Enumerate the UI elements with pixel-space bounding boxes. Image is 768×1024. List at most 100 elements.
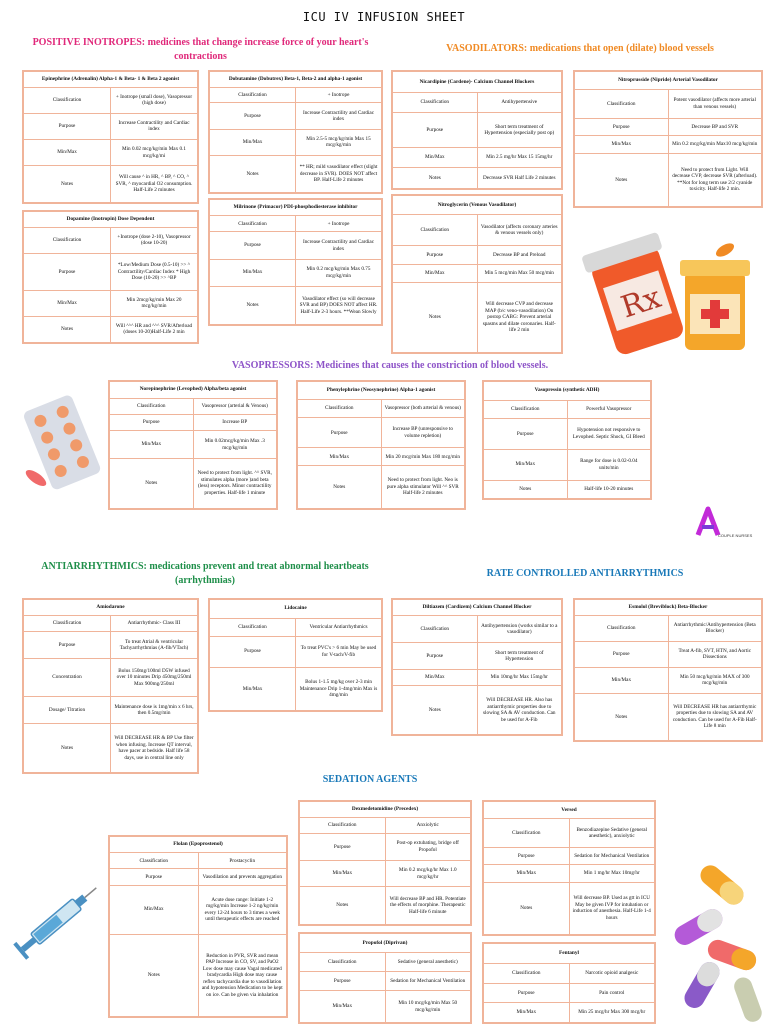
row-value: Range for dose is 0.02-0.04 units/min xyxy=(566,448,651,481)
drug-name: Dopamine (Inotropin) Dose Dependent xyxy=(23,211,198,228)
row-label: Classification xyxy=(574,614,669,642)
row-value: Vasopressor (both arterial & venous) xyxy=(380,399,465,419)
drug-name: Diltiazem (Cardizem) Calcium Channel Blo… xyxy=(392,598,562,617)
row-value: Will DECREASE HR & BP Use filter when in… xyxy=(110,723,198,773)
drug-name: Lidocaine xyxy=(209,599,382,619)
row-label: Min/Max xyxy=(574,135,669,154)
row-label: Purpose xyxy=(209,231,296,260)
row-value: Benzodiazepine Sedative (general anesthe… xyxy=(568,818,655,849)
drug-name: Norepinephrine (Levophed) Alpha/beta ago… xyxy=(109,381,277,399)
row-label: Min/Max xyxy=(297,447,382,467)
table-row: Classification+Inotrope (dose 2-10), Vas… xyxy=(23,226,198,254)
page-title: ICU IV INFUSION SHEET xyxy=(302,10,466,24)
card-nicardipine: Nicardipine (Cardene)- Calcium Channel B… xyxy=(391,70,563,190)
row-value: Increase Contractility and Cardiac index xyxy=(295,102,382,130)
drug-name: Dobutamine (Dobutrex) Beta-1, Beta-2 and… xyxy=(209,71,382,88)
row-value: Increase BP xyxy=(192,413,277,432)
card-dexmedetomidine: Dexmedetomidine (Precedex)Classification… xyxy=(298,800,472,926)
row-value: Acute dose range: Initiate 1-2 mg/kg/min… xyxy=(197,884,287,935)
card-nitroprusside: Nitroprusside (Nipride) Arterial Vasodil… xyxy=(573,70,763,208)
drug-name: Nitroprusside (Nipride) Arterial Vasodil… xyxy=(574,71,762,90)
row-value: To treat Atrial & ventricular Tachyarrhy… xyxy=(110,631,198,660)
row-label: Min/Max xyxy=(483,448,568,481)
row-label: Purpose xyxy=(574,640,669,668)
row-value: Will cause ^ in HR, ^ BP, ^ CO, ^ SVR, ^… xyxy=(110,165,198,203)
row-label: Classification xyxy=(209,86,296,104)
row-label: Notes xyxy=(23,723,111,773)
drug-name: Nitroglycerin (Venous Vasodilator) xyxy=(392,195,562,215)
row-label: Purpose xyxy=(23,112,111,141)
row-value: Sedative (general anesthetic) xyxy=(384,952,471,973)
row-value: Min 5 mcg/min Max 50 mcg/min xyxy=(476,263,562,284)
row-value: Increase Contractility and Cardiac index xyxy=(110,112,198,141)
row-value: Antiarrhythmic/Antihypertension (Beta Bl… xyxy=(667,614,762,642)
row-label: Classification xyxy=(23,226,111,254)
row-value: Short term treatment of Hypertension (es… xyxy=(476,112,562,148)
row-label: Min/Max xyxy=(574,666,669,694)
row-value: +Inotrope (dose 2-10), Vasopressor (dose… xyxy=(110,226,198,254)
row-value: Anxiolytic xyxy=(384,817,471,834)
drug-name: Propofol (Diprivan) xyxy=(299,932,471,954)
logo-text: COUPLE NURSES xyxy=(718,533,753,538)
row-value: Vasodilator (affects coronary arteries &… xyxy=(476,213,562,247)
section-antiarrhythmics: ANTIARRHYTHMICS: medications prevent and… xyxy=(41,561,369,586)
row-label: Classification xyxy=(209,617,296,637)
row-label: Notes xyxy=(483,881,570,936)
row-value: Vasodilator effect (so will decrease SVR… xyxy=(295,285,382,326)
row-value: Antihypertensive xyxy=(476,91,562,114)
section-rate-controlled-antiarrhythmics: RATE CONTROLLED ANTIARRYTHMICS xyxy=(486,568,684,579)
drug-name: Milrinone (Primacor) PDI-phosphodiestera… xyxy=(209,198,382,217)
row-label: Min/Max xyxy=(392,263,478,284)
row-value: Ventricular Antiarrhythmics xyxy=(295,617,382,637)
row-value: Hypotension not responsive to Levophed. … xyxy=(566,417,651,450)
row-label: Notes xyxy=(209,154,296,194)
row-label: Purpose xyxy=(209,102,296,130)
row-value: Vasopressor (arterial & Venous) xyxy=(192,397,277,415)
row-label: Classification xyxy=(392,91,478,114)
row-value: Min 10 mcg/kg/min Max 50 mcg/kg/min xyxy=(384,990,471,1023)
row-label: Dosage/ Titration xyxy=(23,696,111,725)
row-label: Concentration xyxy=(23,658,111,698)
row-value: Pain control xyxy=(568,982,655,1004)
drug-table: Diltiazem (Cardizem) Calcium Channel Blo… xyxy=(392,598,562,735)
row-label: Purpose xyxy=(574,117,669,137)
row-label: Classification xyxy=(209,215,296,233)
drug-table: Epinephrine (Adrenalin) Alpha-1 & Beta- … xyxy=(23,71,198,203)
drug-name: Flolan (Epoprostenol) xyxy=(109,835,287,854)
row-value: Min 1 mg/hr Max 10mg/hr xyxy=(568,864,655,883)
row-value: *Low/Medium Dose (0.5-10) >> ^ Contracti… xyxy=(110,252,198,291)
couple-nurses-logo-icon: COUPLE NURSES xyxy=(695,506,753,538)
row-label: Min/Max xyxy=(483,864,570,883)
syringe-icon xyxy=(13,887,97,960)
row-label: Notes xyxy=(297,465,382,509)
row-value: Min 2.5 mg/hr Max 15 15mg/hr xyxy=(476,146,562,169)
row-value: Min 20 mcg/min Max 180 mcg/min xyxy=(380,447,465,467)
